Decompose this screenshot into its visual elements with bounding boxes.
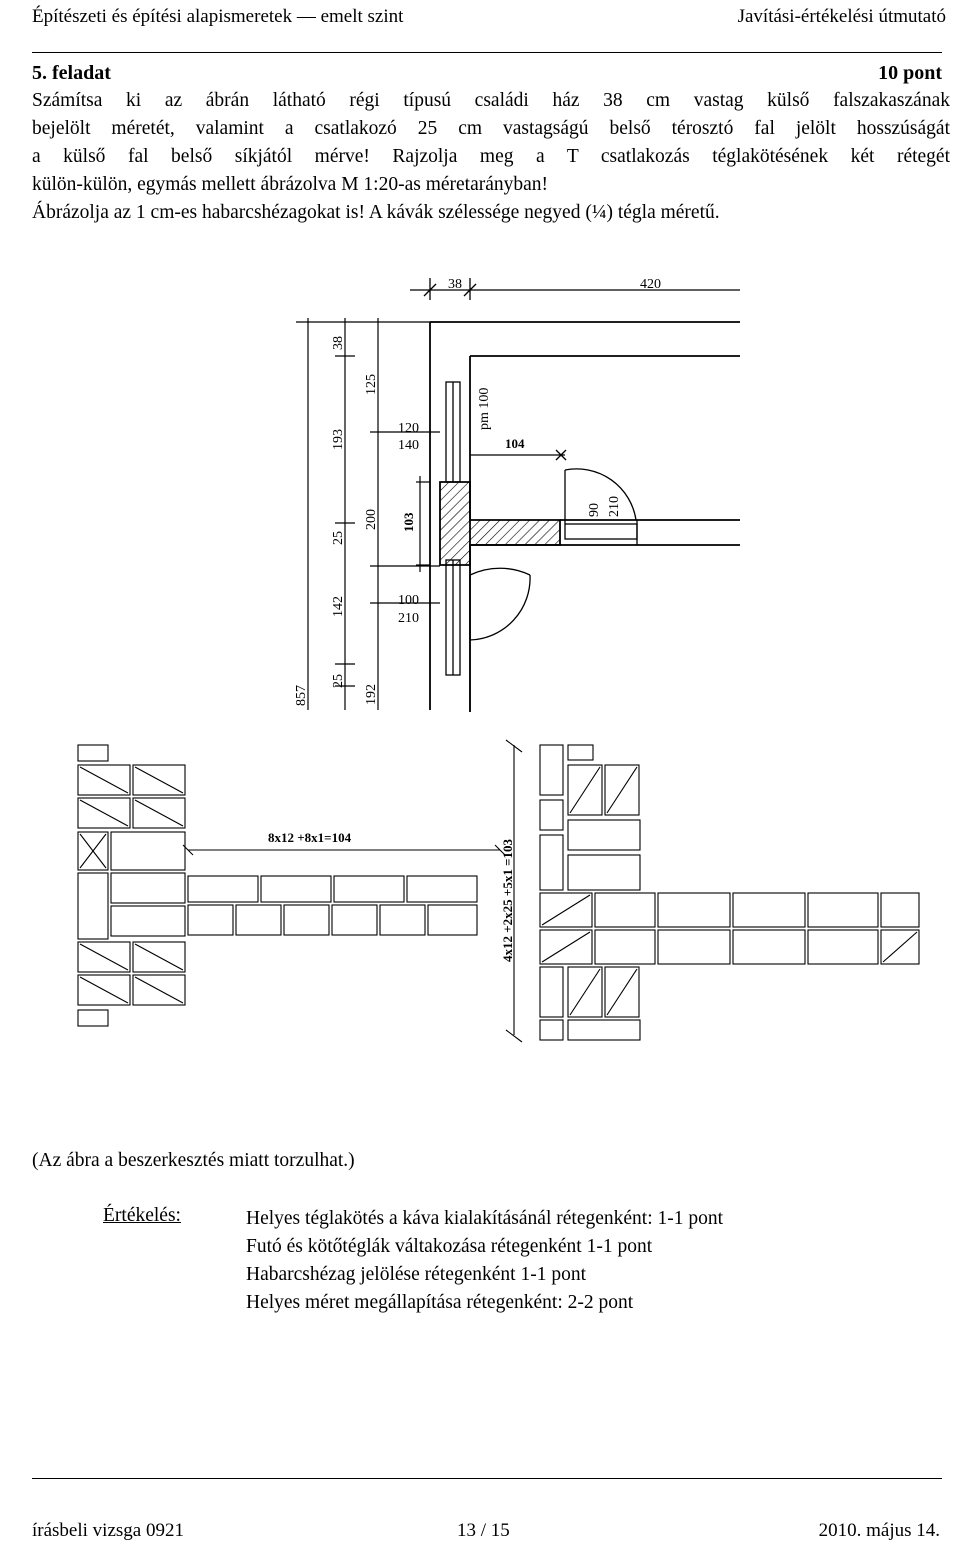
dim-142: 142 [331,596,346,617]
header-left: Építészeti és építési alapismeretek — em… [32,6,404,27]
page-number: 13 / 15 [457,1520,510,1541]
footer-date: 2010. május 14. [818,1520,940,1541]
task-text: Számítsa ki az ábrán látható régi típusú… [32,87,950,227]
evaluation-label: Értékelés: [103,1205,181,1226]
dim-38-left: 38 [331,336,346,350]
brick-layer-left [77,744,506,1027]
header-rule [32,52,942,53]
evaluation-item: Helyes téglakötés a káva kialakításánál … [246,1208,724,1229]
task-points: 10 pont [878,62,942,84]
brick-layer-right [505,739,920,1043]
dim-193: 193 [331,429,346,450]
dim-25-b: 25 [331,674,346,688]
figure-caption: (Az ábra a beszerkesztés miatt torzulhat… [32,1150,355,1171]
task-line: bejelölt méretét, valamint a csatlakozó … [32,118,950,139]
task-line: a külső fal belső síkjától mérve! Rajzol… [32,146,950,167]
evaluation-list: Helyes téglakötés a káva kialakításánál … [246,1205,723,1317]
dim-192: 192 [364,684,379,705]
dim-125: 125 [364,374,379,395]
dim-200: 200 [364,509,379,530]
header-right: Javítási-értékelési útmutató [737,6,946,27]
dim-38: 38 [448,277,462,292]
dim-210-door: 210 [607,496,622,517]
task-line: külön-külön, egymás mellett ábrázolva M … [32,174,549,195]
evaluation-item: Habarcshézag jelölése rétegenként 1-1 po… [246,1264,587,1285]
dim-210: 210 [398,611,419,626]
footer-left: írásbeli vizsga 0921 [32,1520,184,1541]
evaluation-item: Helyes méret megállapítása rétegenként: … [246,1292,634,1313]
dim-103: 103 [401,512,416,532]
dim-857: 857 [294,685,309,706]
evaluation-item: Futó és kötőtéglák váltakozása rétegenké… [246,1236,653,1257]
dim-140: 140 [398,438,419,453]
dim-420: 420 [640,277,661,292]
dim-120: 120 [398,421,419,436]
task-line: Ábrázolja az 1 cm-es habarcshézagokat is… [32,202,720,223]
task-line: Számítsa ki az ábrán látható régi típusú… [32,90,950,111]
footer-rule [32,1478,942,1479]
dim-25-a: 25 [331,531,346,545]
dim-100: 100 [398,593,419,608]
dim-104: 104 [505,436,525,451]
plan-dimensions: 38 420 120 140 104 100 210 pm 100 103 90… [294,277,661,706]
left-layer-formula: 8x12 +8x1=104 [268,830,352,845]
task-title: 5. feladat [32,62,111,84]
dim-90: 90 [587,503,602,517]
right-layer-formula: 4x12 +2x25 +5x1 =103 [500,839,515,962]
parapet-label: pm 100 [477,388,492,430]
